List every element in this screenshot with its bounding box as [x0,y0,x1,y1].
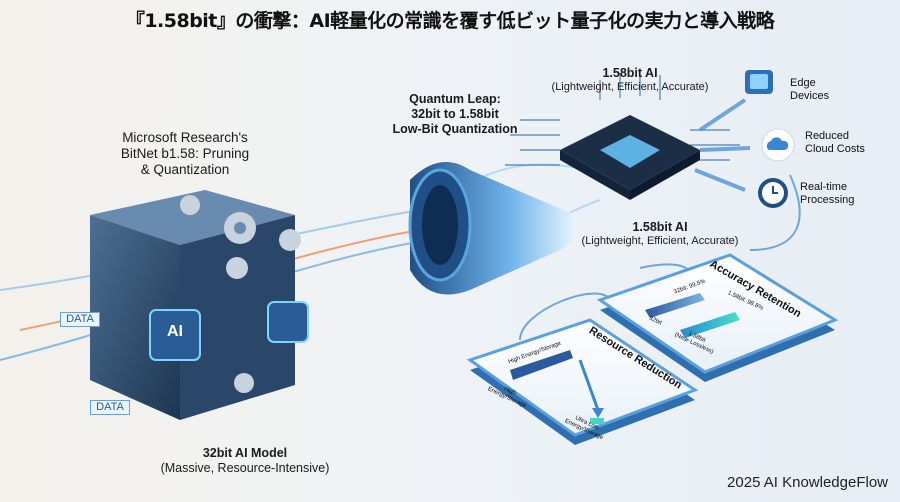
ai-mid-desc: (Lightweight, Efficient, Accurate) [581,235,739,247]
accuracy-bar-32bit [645,293,705,318]
ai-chip-label: AI [167,323,183,340]
resource-bar-low [590,418,604,424]
data-tag: DATA [60,312,100,328]
leap-label-line: Low-Bit Quantization [392,122,518,136]
benefit-text: Devices [790,90,830,103]
1.58bit-chip-icon [505,73,740,200]
accuracy-bar-1.58bit [680,312,740,338]
bitnet-label-line: Microsoft Research's [122,130,248,145]
quantum-leap-label: Quantum Leap: 32bit to 1.58bit Low-Bit Q… [380,92,530,137]
model-desc: (Massive, Resource-Intensive) [160,461,330,475]
quantization-funnel-icon [408,162,576,295]
32bit-model-label: 32bit AI Model (Massive, Resource-Intens… [140,446,350,476]
resource-bar-high [510,350,573,380]
cloud-icon [761,128,795,162]
32bit-model-cube-icon [90,190,309,420]
model-name: 32bit AI Model [202,446,288,460]
bitnet-label: Microsoft Research's BitNet b1.58: Pruni… [80,130,290,179]
resource-reduction-card [466,318,699,445]
ai-mid-label: 1.58bit AI (Lightweight, Efficient, Accu… [560,220,760,248]
ai-mid-name: 1.58bit AI [632,220,688,234]
accuracy-retention-card [596,253,839,382]
clock-icon [758,178,788,208]
footer-credit: 2025 AI KnowledgeFlow [727,474,888,491]
benefit-text: Real-time [800,181,848,193]
ai-top-name: 1.58bit AI [602,66,658,80]
leap-label-line: 32bit to 1.58bit [411,107,499,121]
benefit-text: Edge [790,77,816,89]
leap-label-line: Quantum Leap: [409,92,501,106]
ai-top-label: 1.58bit AI (Lightweight, Efficient, Accu… [530,66,730,94]
ai-top-desc: (Lightweight, Efficient, Accurate) [551,81,709,93]
edge-device-icon [745,70,773,94]
benefit-text: Processing [800,194,855,207]
benefit-text: Cloud Costs [805,143,865,156]
bitnet-label-line: & Quantization [140,162,230,178]
benefit-text: Reduced [805,130,850,142]
data-tag: DATA [90,400,130,416]
bitnet-label-line: BitNet b1.58: Pruning [120,146,250,162]
page-title: 『1.58bit』の衝撃：AI軽量化の常識を覆す低ビット量子化の実力と導入戦略 [125,10,775,32]
